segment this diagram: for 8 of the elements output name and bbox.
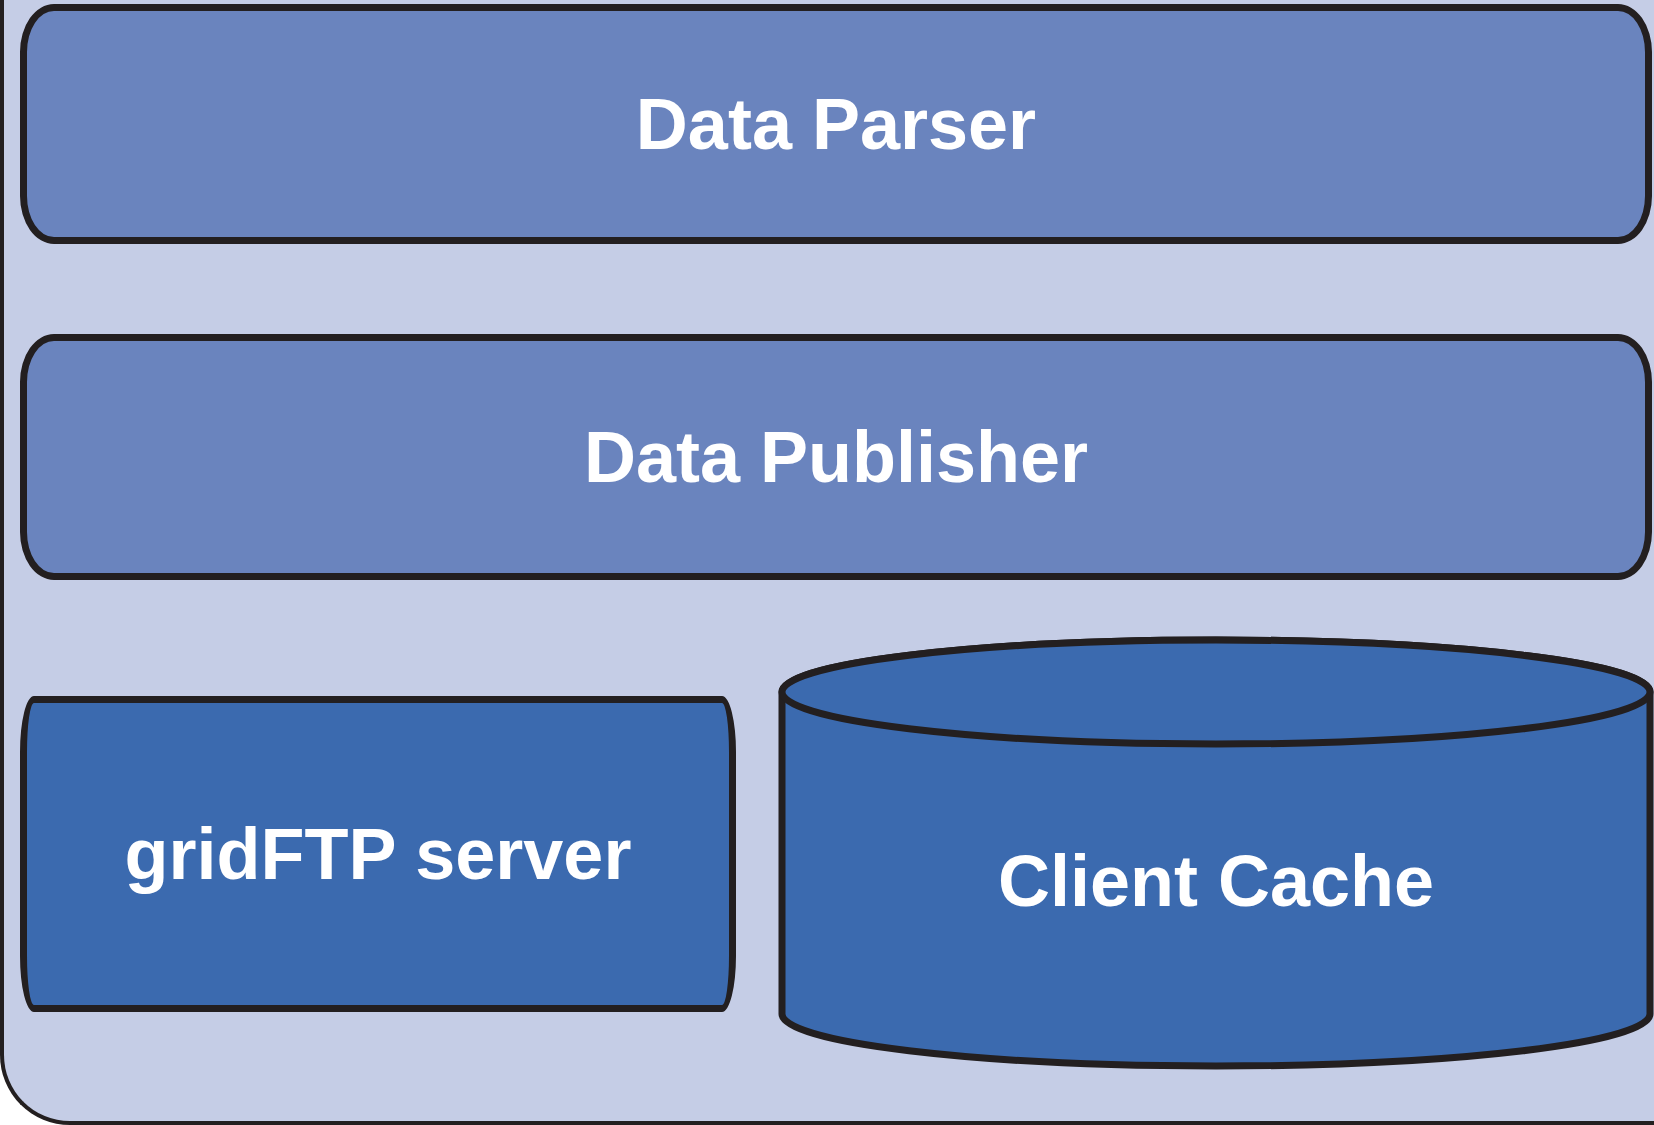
node-label: Data Publisher xyxy=(582,415,1090,499)
node-label: Client Cache xyxy=(996,839,1436,923)
database-cylinder xyxy=(778,636,1654,1070)
layer-bar xyxy=(20,334,1652,580)
node-label: gridFTP server xyxy=(123,812,633,896)
node-label: Data Parser xyxy=(634,82,1038,166)
server-box xyxy=(20,696,736,1012)
layer-bar xyxy=(20,4,1652,244)
